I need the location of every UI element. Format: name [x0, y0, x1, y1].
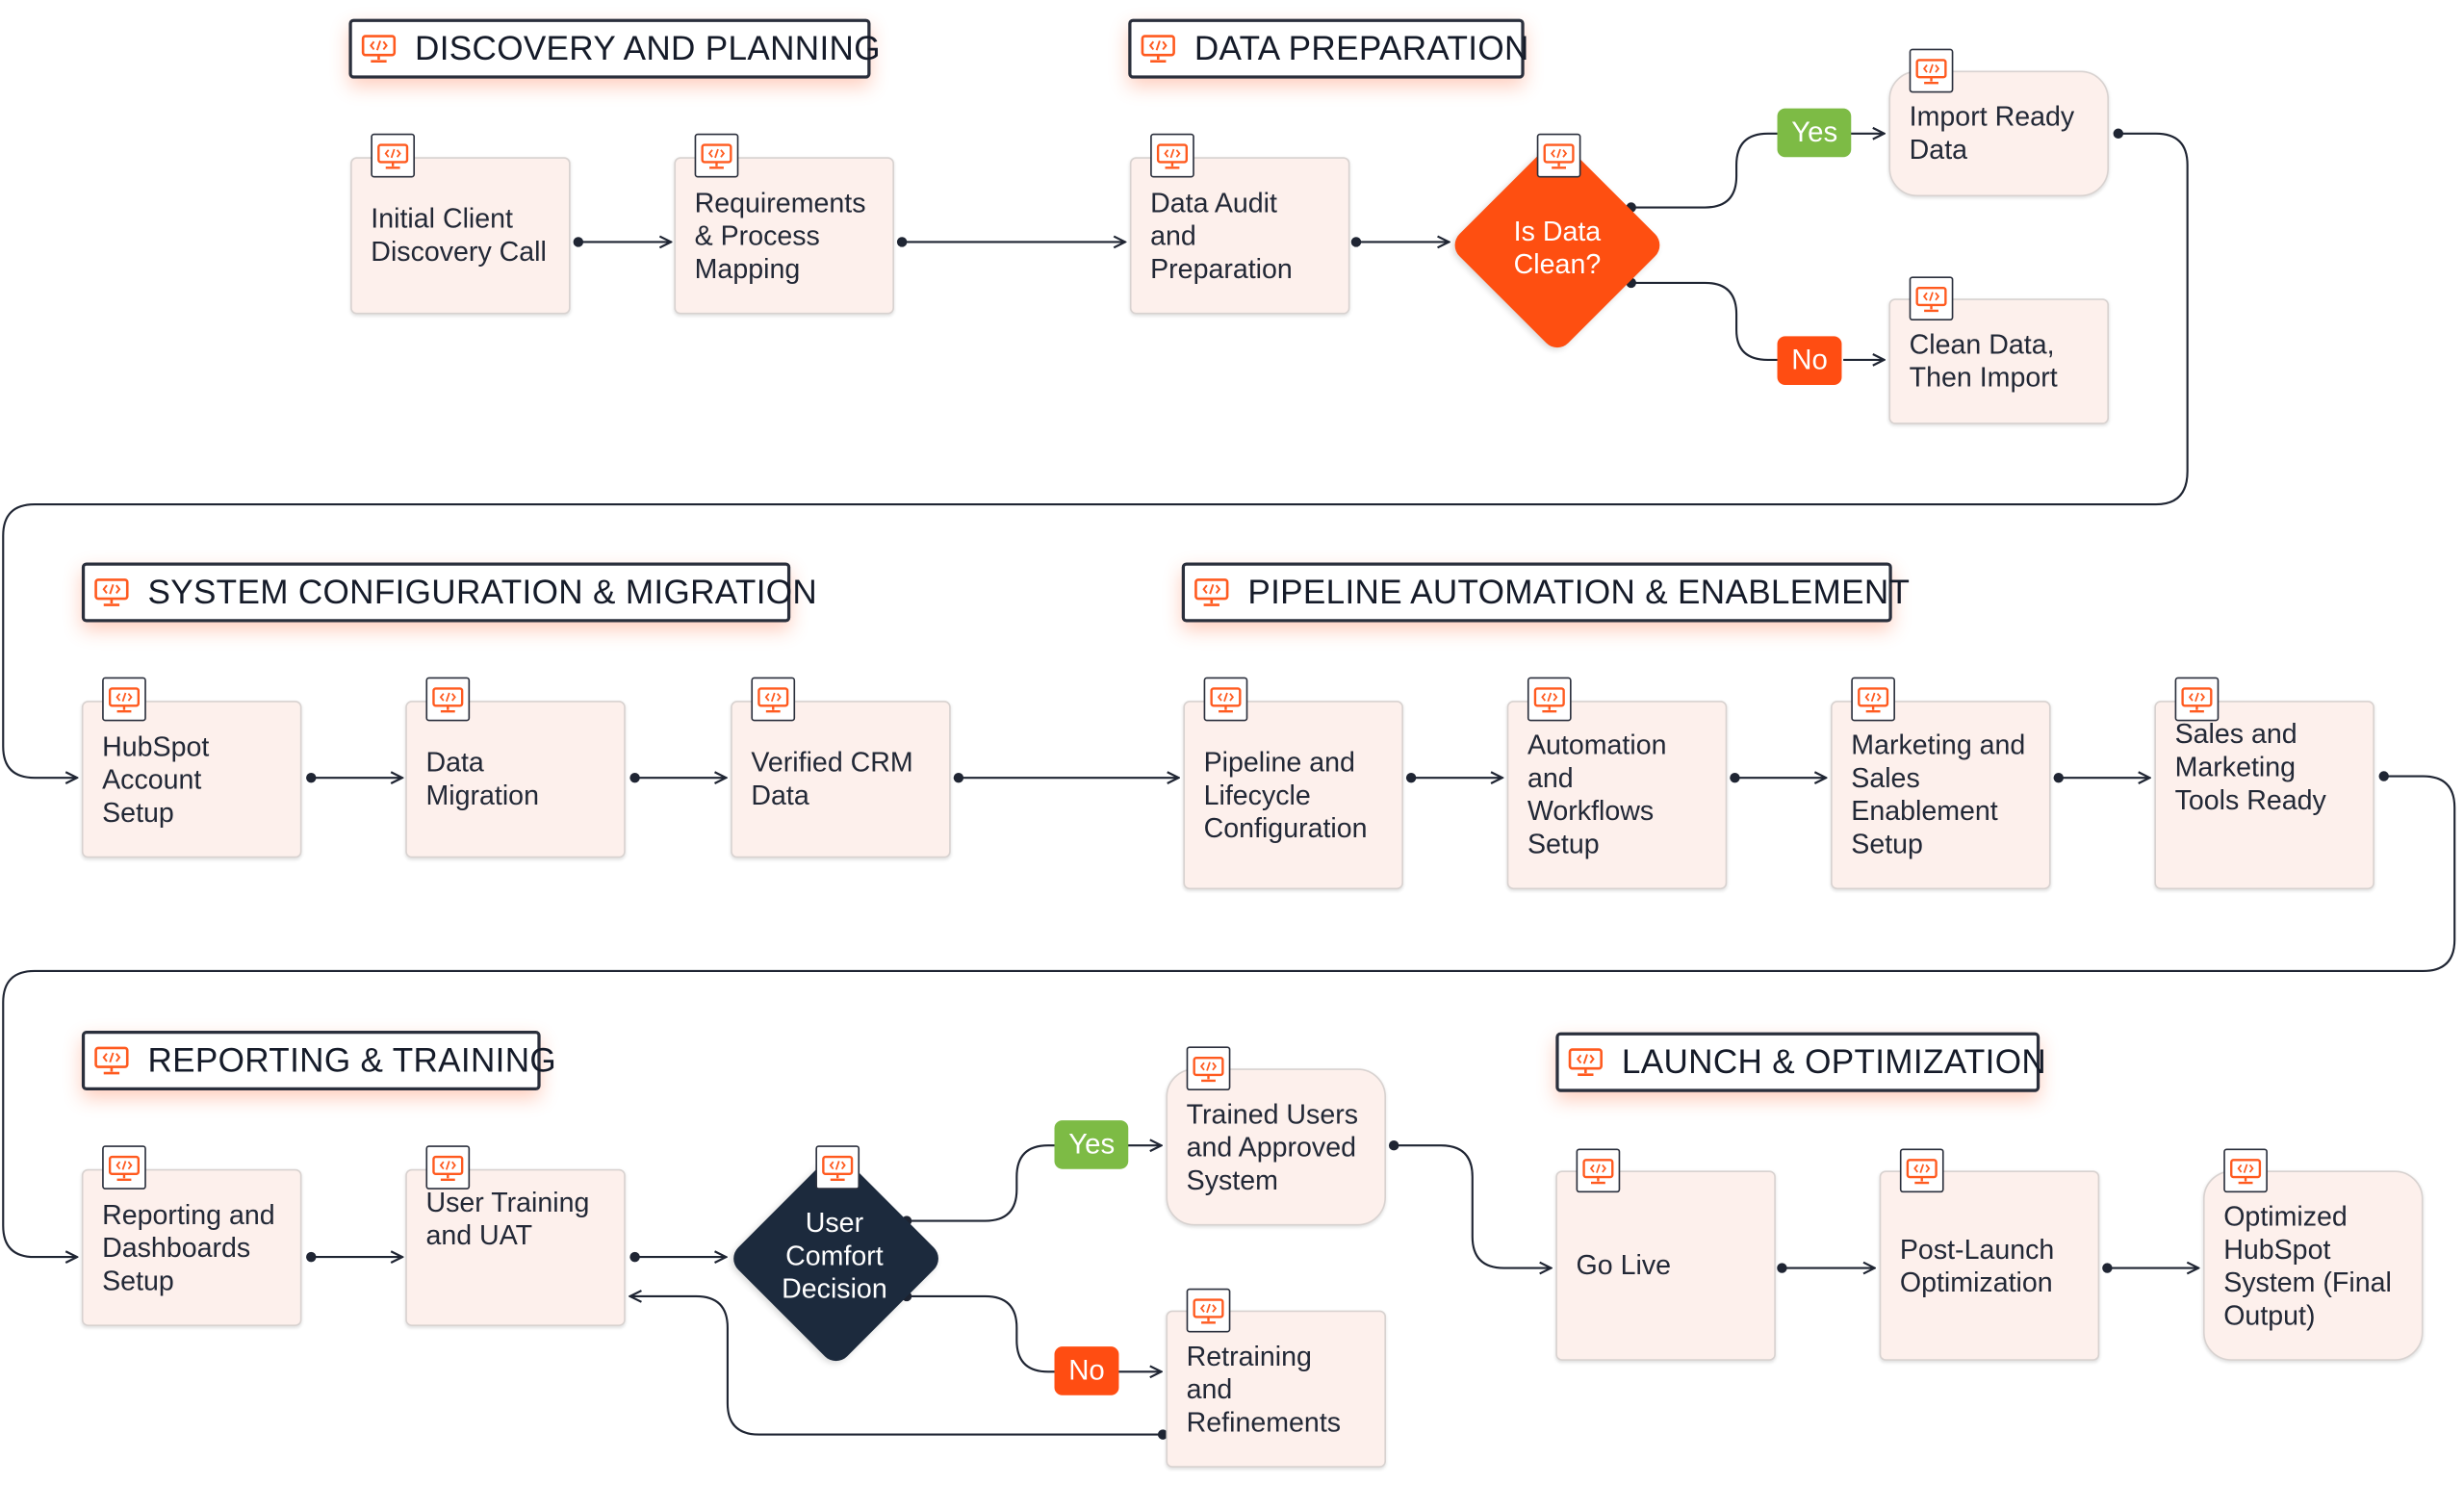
yes-badge: Yes — [1777, 108, 1852, 158]
section-header-reporting: REPORTING & TRAINING — [81, 1031, 556, 1091]
node-user-training-uat: User Training and UAT — [405, 1168, 626, 1326]
code-monitor-icon — [1909, 48, 1954, 93]
code-monitor-icon — [102, 677, 146, 722]
code-monitor-icon — [371, 133, 416, 178]
node-optimized-hubspot-system: Optimized HubSpot System (Final Output) — [2202, 1170, 2424, 1361]
edge-decision-yes — [1630, 132, 1778, 209]
node-requirements-process-mapping: Requirements & Process Mapping — [674, 157, 894, 315]
edge-comfort-no — [907, 1294, 1055, 1373]
code-monitor-icon — [361, 35, 397, 63]
edge-comfort-yes — [907, 1144, 1055, 1222]
section-title: REPORTING & TRAINING — [147, 1040, 557, 1079]
section-title: DISCOVERY AND PLANNING — [415, 29, 881, 67]
section-header-pipeline: PIPELINE AUTOMATION & ENABLEMENT — [1181, 562, 1910, 623]
no-badge: No — [1054, 1346, 1119, 1395]
node-label: Marketing and Sales Enablement Setup — [1851, 729, 2026, 860]
code-monitor-icon — [1899, 1148, 1944, 1193]
node-label: Optimized HubSpot System (Final Output) — [2223, 1199, 2392, 1331]
section-header-system-config: SYSTEM CONFIGURATION & MIGRATION — [81, 562, 817, 623]
node-label: Data Audit and Preparation — [1150, 186, 1293, 284]
node-hubspot-account-setup: HubSpot Account Setup — [81, 701, 302, 858]
yes-badge: Yes — [1054, 1120, 1129, 1169]
node-sales-marketing-tools-ready: Sales and Marketing Tools Ready — [2154, 701, 2374, 890]
code-monitor-icon — [1150, 133, 1194, 178]
code-monitor-icon — [1851, 677, 1895, 722]
node-clean-data-then-import: Clean Data, Then Import — [1888, 298, 2110, 424]
node-data-migration: Data Migration — [405, 701, 626, 858]
section-header-launch: LAUNCH & OPTIMIZATION — [1555, 1032, 2046, 1092]
node-label: Go Live — [1576, 1248, 1672, 1281]
code-monitor-icon — [94, 578, 129, 606]
node-label: Retraining and Refinements — [1186, 1339, 1342, 1438]
code-monitor-icon — [2223, 1148, 2268, 1193]
decision-label-data-clean: Is Data Clean? — [1513, 215, 1602, 280]
decision-label-user-comfort: User Comfort Decision — [782, 1206, 887, 1305]
code-monitor-icon — [1576, 1148, 1621, 1193]
edge-trained-to-golive — [1394, 1144, 1551, 1267]
section-header-data-prep: DATA PREPARATION — [1128, 18, 1528, 79]
node-label: Sales and Marketing Tools Ready — [2174, 717, 2326, 815]
code-monitor-icon — [94, 1046, 129, 1075]
section-title: DATA PREPARATION — [1194, 29, 1529, 67]
code-monitor-icon — [694, 133, 739, 178]
node-retraining-refinements: Retraining and Refinements — [1166, 1310, 1386, 1468]
code-monitor-icon — [2174, 677, 2220, 722]
section-title: LAUNCH & OPTIMIZATION — [1621, 1042, 2047, 1081]
code-monitor-icon — [1909, 276, 1954, 321]
node-verified-crm-data: Verified CRM Data — [731, 701, 951, 858]
code-monitor-icon — [815, 1145, 860, 1190]
edge-retraining-to-training — [630, 1296, 1164, 1436]
node-label: Requirements & Process Mapping — [694, 186, 866, 284]
edge-decision-no — [1630, 281, 1778, 361]
code-monitor-icon — [425, 1145, 471, 1190]
node-trained-users-approved-system: Trained Users and Approved System — [1166, 1068, 1386, 1226]
code-monitor-icon — [102, 1145, 146, 1190]
node-label: Verified CRM Data — [751, 746, 913, 811]
code-monitor-icon — [1527, 677, 1572, 722]
edge-tools-to-reporting — [2, 775, 2456, 1258]
no-badge: No — [1777, 336, 1842, 385]
code-monitor-icon — [1536, 133, 1581, 178]
section-title: SYSTEM CONFIGURATION & MIGRATION — [147, 573, 818, 611]
node-post-launch-optimization: Post-Launch Optimization — [1879, 1170, 2100, 1361]
code-monitor-icon — [1568, 1048, 1603, 1077]
section-header-discovery: DISCOVERY AND PLANNING — [348, 18, 881, 79]
section-title: PIPELINE AUTOMATION & ENABLEMENT — [1247, 573, 1911, 611]
node-label: Post-Launch Optimization — [1899, 1232, 2055, 1297]
edge-import-to-hubspot — [2, 132, 2189, 778]
code-monitor-icon — [751, 677, 796, 722]
code-monitor-icon — [1141, 35, 1175, 63]
node-label: Initial Client Discovery Call — [371, 202, 547, 268]
code-monitor-icon — [1186, 1288, 1231, 1333]
node-label: Import Ready Data — [1909, 100, 2075, 166]
code-monitor-icon — [1194, 578, 1229, 606]
code-monitor-icon — [1203, 677, 1248, 722]
node-go-live: Go Live — [1555, 1170, 1776, 1361]
code-monitor-icon — [425, 677, 471, 722]
node-pipeline-lifecycle-configuration: Pipeline and Lifecycle Configuration — [1183, 701, 1403, 890]
node-label: HubSpot Account Setup — [102, 729, 210, 828]
node-label: Clean Data, Then Import — [1909, 328, 2058, 394]
node-label: Reporting and Dashboards Setup — [102, 1197, 275, 1296]
node-automation-workflows-setup: Automation and Workflows Setup — [1506, 701, 1728, 890]
node-label: Trained Users and Approved System — [1186, 1097, 1359, 1195]
node-data-audit-preparation: Data Audit and Preparation — [1129, 157, 1350, 315]
code-monitor-icon — [1186, 1046, 1231, 1091]
node-label: Automation and Workflows Setup — [1527, 729, 1667, 860]
node-initial-client-discovery-call: Initial Client Discovery Call — [350, 157, 571, 315]
node-label: Pipeline and Lifecycle Configuration — [1203, 745, 1368, 843]
node-reporting-dashboards-setup: Reporting and Dashboards Setup — [81, 1168, 302, 1326]
node-label: User Training and UAT — [425, 1186, 590, 1251]
node-marketing-sales-enablement-setup: Marketing and Sales Enablement Setup — [1831, 701, 2051, 890]
node-label: Data Migration — [425, 746, 539, 811]
